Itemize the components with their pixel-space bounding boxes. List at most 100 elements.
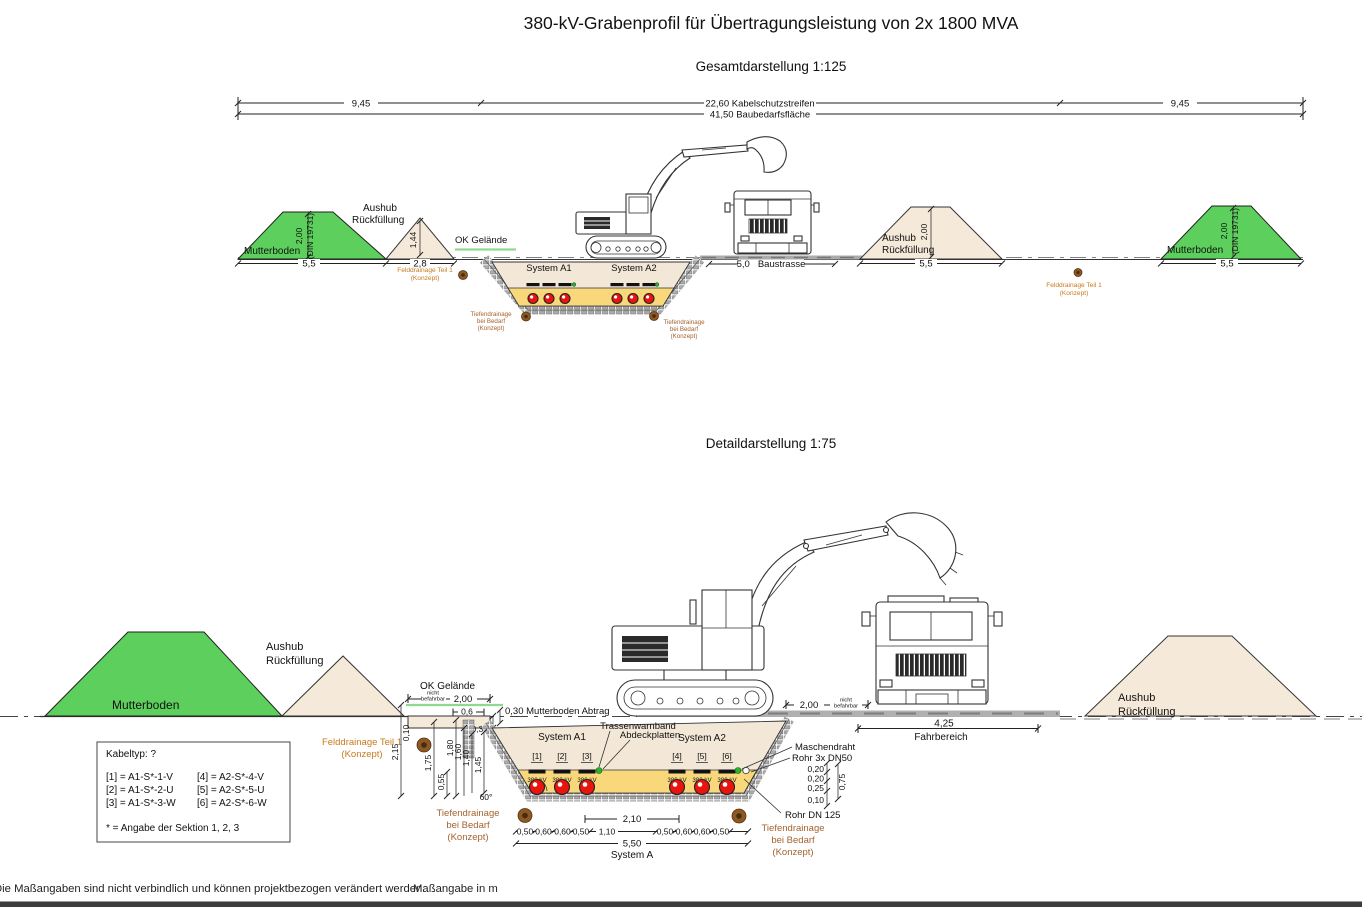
svg-text:5,50: 5,50 (623, 839, 642, 850)
aushub-label: Aushub (266, 641, 303, 653)
topsoil-mound-shape (43, 631, 284, 717)
befahrbar-label: befahrbar (834, 704, 858, 710)
detail-fahrbereich-dims: 2,00 nicht befahrbar 4,25 Fahrbereich (782, 698, 1042, 743)
svg-text:1,80: 1,80 (445, 739, 455, 756)
overview-felddrainage-right: Felddrainage Teil 1 (Konzept) (1046, 268, 1102, 297)
aushub-height-dim: 1,44 (408, 231, 418, 248)
svg-text:(Konzept): (Konzept) (447, 832, 488, 843)
warnband-dot-icon (595, 767, 603, 774)
tiefendrainage-left-1: Tiefendrainage (470, 311, 512, 318)
svg-text:0,50: 0,50 (657, 827, 674, 837)
ok-gelaende-label: OK Gelände (420, 681, 475, 692)
tiefendrainage-right-2: bei Bedarf (670, 326, 698, 333)
topsoil-mound-shape (1159, 205, 1303, 260)
detail-tiefendrainage-left: Tiefendrainage bei Bedarf (Konzept) (436, 808, 533, 843)
aushub-label: Aushub (882, 233, 916, 244)
tiefendrainage-right-2: bei Bedarf (771, 835, 815, 846)
legend-title: Kabeltyp: ? (106, 749, 156, 760)
legend-footnote: * = Angabe der Sektion 1, 2, 3 (106, 823, 240, 834)
mound-din-label: (DIN 19731) (305, 213, 315, 259)
svg-text:0,20: 0,20 (807, 774, 824, 784)
overview-mutterboden-left: Mutterboden 2,00 (DIN 19731) 5,5 (234, 210, 390, 270)
svg-text:0,55: 0,55 (436, 773, 446, 790)
fahrbereich-label: Fahrbereich (914, 732, 967, 743)
svg-text:0,60: 0,60 (554, 827, 571, 837)
excavator-illustration (575, 136, 787, 259)
svg-text:0,60: 0,60 (676, 827, 693, 837)
trassenwarnband-label: Trassenwarnband (600, 721, 676, 732)
detail-subtitle: Detaildarstellung 1:75 (705, 436, 837, 451)
mound-height-dim: 2,00 (1219, 222, 1229, 239)
svg-text:Tiefendrainage: Tiefendrainage (436, 808, 499, 819)
tiefendrainage-right-3: (Konzept) (772, 847, 813, 858)
svg-text:0,10: 0,10 (401, 724, 411, 741)
aushub-height-dim: 2,00 (919, 223, 929, 240)
overview-trench: System A1 System A2 Tiefendrainage (470, 255, 705, 340)
system-a-label: System A (611, 850, 654, 861)
warnband-dot-icon (654, 282, 660, 287)
svg-text:2,10: 2,10 (623, 814, 642, 825)
footer-unit: Maßangabe in m (413, 883, 498, 895)
svg-text:0,50: 0,50 (713, 827, 730, 837)
system-a1-label: System A1 (538, 732, 586, 743)
svg-text:[2]: [2] (557, 751, 566, 761)
svg-text:0,20: 0,20 (807, 764, 824, 774)
maschendraht-label: Maschendraht (795, 742, 856, 753)
svg-text:0,75: 0,75 (837, 773, 847, 790)
cable-number-labels: [1] [2] [3] [4] [5] [6] (531, 751, 733, 763)
spoil-mound-shape (1083, 635, 1318, 717)
cover-plates (526, 282, 660, 287)
cover-plates (528, 766, 750, 775)
mound-din-label: (DIN 19731) (1230, 208, 1240, 254)
svg-text:0,10: 0,10 (807, 795, 824, 805)
svg-text:[1] = A1-S*-1-V: [1] = A1-S*-1-V (106, 772, 173, 783)
cable-icons (528, 778, 736, 796)
dim-kabelschutzstreifen: 22,60 Kabelschutzstreifen (705, 99, 814, 110)
svg-text:[5] = A2-S*-5-U: [5] = A2-S*-5-U (197, 785, 265, 796)
tiefendrainage-left-3: (Konzept) (478, 325, 505, 332)
topsoil-mound-shape (236, 211, 388, 260)
overview-mutterboden-right: Mutterboden 2,00 (DIN 19731) 5,5 (1157, 204, 1305, 270)
detail-right-annotations: Maschendraht Rohr 3x DN50 0,20 0,20 0,25… (731, 742, 856, 858)
befahrbar-label: befahrbar (421, 697, 445, 703)
svg-text:0,50: 0,50 (517, 827, 534, 837)
window-bottom-bar (0, 901, 1362, 907)
dim-945-left: 9,45 (352, 99, 371, 110)
layer-dims: 0,20 0,20 0,25 0,10 0,75 (807, 759, 847, 810)
detail-ok-gelaende: OK Gelände nicht befahrbar 2,00 0,6 0,30… (404, 681, 610, 734)
slope-angle-label: 60° (480, 792, 493, 802)
dim-945-right: 9,45 (1171, 99, 1190, 110)
dim-06: 0,6 (461, 707, 473, 717)
nicht-label: nicht (427, 691, 439, 697)
tiefendrainage-right-3: (Konzept) (671, 333, 698, 340)
svg-text:1,60: 1,60 (453, 743, 463, 760)
truck-illustration (724, 190, 820, 255)
svg-text:[1]: [1] (532, 751, 541, 761)
felddrainage-right-konzept: (Konzept) (1060, 290, 1089, 297)
aushub-label: Aushub (363, 203, 397, 214)
felddrainage-konzept: (Konzept) (341, 749, 382, 760)
detail-depth-dims: 2,15 0,10 1,75 0,55 1,80 1,60 1,40 1,45 (390, 701, 488, 800)
svg-text:[2] = A1-S*-2-U: [2] = A1-S*-2-U (106, 785, 174, 796)
abdeckplatten-label: Abdeckplatten (620, 730, 680, 741)
svg-text:1,40: 1,40 (461, 749, 471, 766)
aushub-width-dim: 2,8 (413, 259, 426, 270)
system-a2-label: System A2 (678, 733, 726, 744)
page-title: 380-kV-Grabenprofil für Übertragungsleis… (523, 13, 1019, 33)
aushub-label: Aushub (1118, 692, 1155, 704)
felddrainage-right-label: Felddrainage Teil 1 (1046, 282, 1102, 289)
mutterboden-label: Mutterboden (244, 246, 300, 257)
cable-icons (527, 292, 655, 305)
dim-030: 0,30 (471, 724, 488, 734)
dim-200-right: 2,00 (800, 700, 819, 711)
warnband-dot-icon (734, 767, 742, 774)
svg-text:[3] = A1-S*-3-W: [3] = A1-S*-3-W (106, 798, 176, 809)
svg-text:[4]: [4] (672, 751, 681, 761)
abtrag-label: 0,30 Mutterboden Abtrag (505, 706, 610, 717)
detail-bottom-dims: 2,10 0,50 0,60 0,60 0,50 (512, 814, 752, 861)
felddrainage-left-label: Felddrainage Teil 1 (397, 267, 453, 274)
rueckfuellung-label: Rückfüllung (352, 215, 404, 226)
felddrainage-left-konzept: (Konzept) (411, 275, 440, 282)
